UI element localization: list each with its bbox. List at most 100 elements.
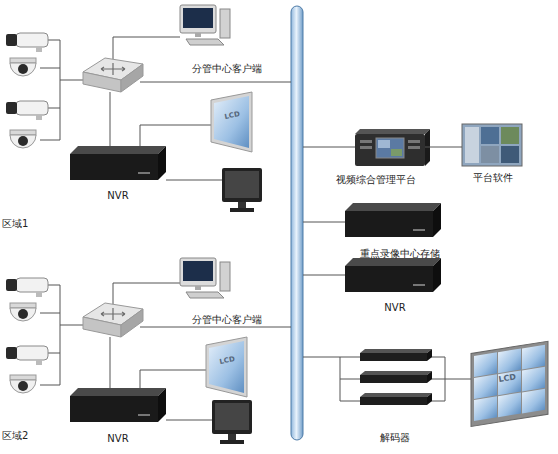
platform-view bbox=[391, 149, 402, 156]
region-label: 区域2 bbox=[2, 431, 28, 441]
device-caption: NVR bbox=[333, 302, 457, 314]
wall-panel bbox=[522, 367, 545, 392]
decoder-box bbox=[360, 393, 432, 405]
network-bus bbox=[291, 6, 303, 440]
camera-wires bbox=[40, 40, 84, 140]
wall-panel bbox=[498, 349, 521, 374]
device-caption: 平台软件 bbox=[450, 172, 536, 184]
device-node: NVR bbox=[68, 140, 168, 202]
client-computer bbox=[180, 258, 230, 298]
device-caption: NVR bbox=[56, 190, 180, 202]
device-node: 视频综合管理平台 bbox=[326, 126, 425, 186]
wall-panel bbox=[474, 396, 497, 421]
dome-camera bbox=[10, 303, 36, 321]
lcd-panel bbox=[211, 92, 252, 152]
wall-panel bbox=[522, 345, 545, 370]
camera-wires bbox=[40, 285, 84, 385]
network-switch bbox=[83, 58, 143, 92]
device-node: 平台软件 bbox=[462, 122, 524, 184]
platform-software-screen bbox=[462, 124, 522, 166]
wire bbox=[113, 37, 180, 62]
caption-group: 重点录像中心存储 bbox=[333, 248, 467, 260]
device-node: NVR bbox=[345, 256, 445, 314]
wire bbox=[140, 370, 206, 388]
video-wall bbox=[471, 341, 548, 426]
device-node: NVR bbox=[68, 383, 168, 445]
wire bbox=[166, 180, 222, 181]
software-view bbox=[481, 146, 499, 163]
device-node: 解码器 bbox=[350, 345, 440, 444]
wall-panel bbox=[474, 374, 497, 399]
platform-slot bbox=[408, 146, 420, 149]
caption-group: 解码器 bbox=[338, 432, 452, 444]
region-label: 区域1 bbox=[2, 219, 28, 229]
device-caption: 视频综合管理平台 bbox=[314, 174, 437, 186]
device-node: 分管中心客户端 bbox=[182, 256, 272, 326]
device-caption: 解码器 bbox=[338, 432, 452, 444]
software-view bbox=[481, 127, 499, 144]
wire bbox=[303, 275, 345, 276]
wire bbox=[303, 222, 345, 223]
wall-panel bbox=[474, 352, 497, 377]
caption-group: 视频综合管理平台 bbox=[314, 174, 437, 186]
caption-group: NVR bbox=[56, 433, 180, 445]
device-caption: NVR bbox=[56, 433, 180, 445]
bullet-camera bbox=[6, 101, 48, 120]
platform-view bbox=[378, 140, 390, 148]
wire bbox=[140, 82, 291, 83]
connector-line bbox=[425, 147, 462, 148]
network-switch bbox=[83, 303, 143, 337]
bullet-camera bbox=[6, 346, 48, 365]
desk-monitor bbox=[212, 400, 252, 444]
dome-camera bbox=[10, 58, 36, 76]
wires bbox=[40, 37, 472, 420]
wire bbox=[166, 420, 212, 421]
platform-top bbox=[355, 129, 430, 134]
caption-group: NVR bbox=[56, 190, 180, 202]
wall-panel bbox=[522, 389, 545, 414]
wire bbox=[140, 327, 291, 328]
device-caption: 分管中心客户端 bbox=[170, 314, 284, 326]
platform-slot bbox=[408, 140, 420, 143]
dome-camera bbox=[10, 375, 36, 393]
software-frame bbox=[462, 124, 522, 166]
storage-recorder bbox=[345, 203, 441, 237]
caption-group: 平台软件 bbox=[450, 172, 536, 184]
wall-panel bbox=[498, 371, 521, 396]
nvr-recorder bbox=[70, 388, 166, 422]
lcd-screen bbox=[214, 96, 249, 148]
bullet-camera bbox=[6, 278, 48, 297]
wire bbox=[113, 283, 180, 307]
nvr-recorder bbox=[70, 146, 166, 180]
platform-body bbox=[355, 134, 425, 166]
caption-group: NVR bbox=[333, 302, 457, 314]
device-caption: 分管中心客户端 bbox=[170, 63, 284, 75]
wall-wires bbox=[427, 357, 472, 401]
dome-camera bbox=[10, 130, 36, 148]
software-panel bbox=[465, 127, 479, 163]
caption-group: 分管中心客户端 bbox=[170, 63, 284, 75]
lcd-panel bbox=[206, 337, 247, 397]
platform-screen bbox=[376, 138, 404, 158]
decoder-box bbox=[360, 349, 432, 361]
platform-slot bbox=[360, 146, 372, 149]
desk-monitor bbox=[222, 168, 262, 212]
lcd-screen bbox=[209, 341, 244, 393]
management-platform bbox=[355, 129, 430, 166]
software-view bbox=[501, 146, 519, 163]
device-node: 分管中心客户端 bbox=[182, 3, 272, 75]
wire bbox=[303, 147, 355, 148]
platform-slot bbox=[360, 140, 372, 143]
software-view bbox=[501, 127, 519, 144]
wire bbox=[110, 337, 111, 388]
device-caption: 重点录像中心存储 bbox=[333, 248, 467, 260]
wire bbox=[110, 92, 111, 146]
decoder-wires bbox=[303, 357, 360, 401]
client-computer bbox=[180, 5, 230, 45]
nvr-recorder bbox=[345, 258, 441, 292]
device-node: 重点录像中心存储 bbox=[345, 200, 455, 260]
